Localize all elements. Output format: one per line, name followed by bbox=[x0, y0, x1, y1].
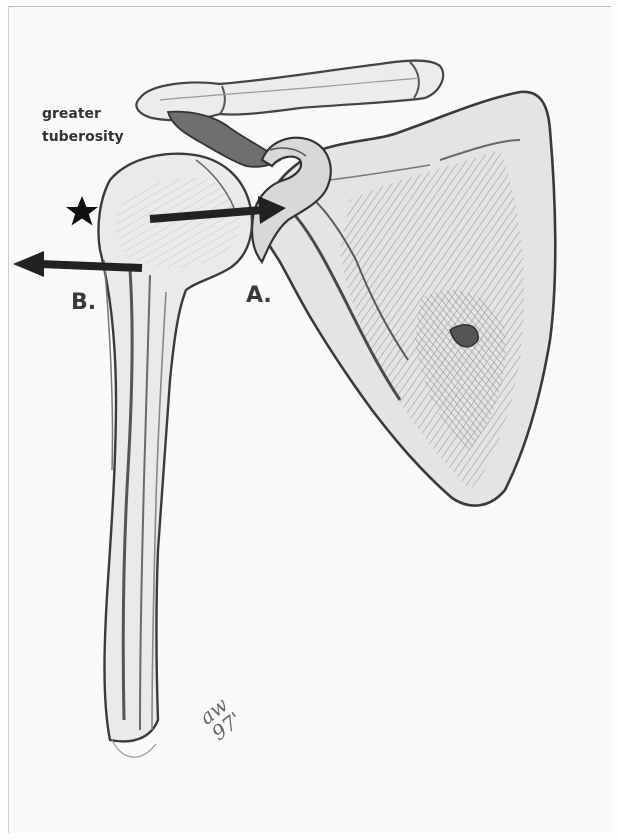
star-icon bbox=[66, 196, 98, 226]
humerus bbox=[98, 154, 252, 757]
greater-tuberosity-label: greater tuberosity bbox=[42, 103, 132, 149]
point-b-label: B. bbox=[71, 290, 96, 315]
point-a-label: A. bbox=[246, 283, 272, 308]
